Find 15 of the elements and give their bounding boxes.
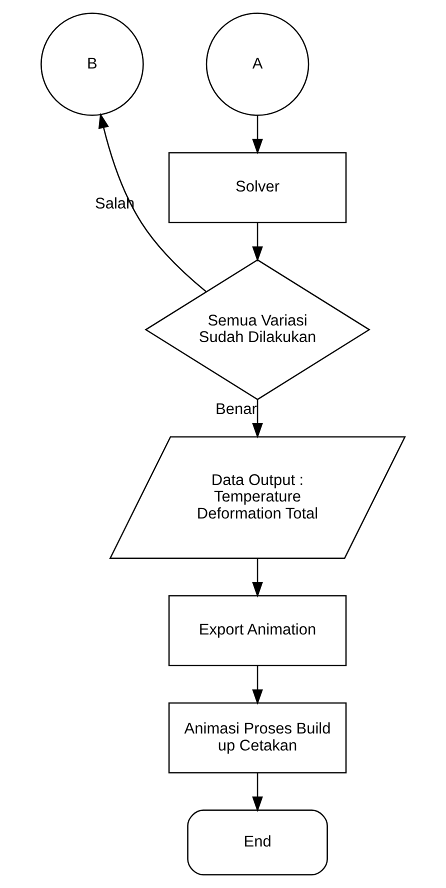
arrow [252, 773, 263, 812]
node-box: Solver [168, 152, 347, 224]
arrow [252, 400, 263, 438]
arrow [252, 666, 263, 705]
arrow [98, 112, 206, 292]
edge-label: Benar [216, 400, 257, 418]
node-diamond: Semua Variasi Sudah Dilakukan [144, 259, 370, 400]
node-circle: B [40, 12, 144, 116]
node-box: Animasi Proses Build up Cetakan [168, 702, 347, 774]
node-box: Export Animation [168, 595, 347, 666]
node-circle: A [206, 12, 310, 116]
node-box: End [187, 810, 328, 876]
arrow [252, 558, 263, 598]
arrow [252, 222, 263, 262]
arrow [252, 115, 263, 154]
